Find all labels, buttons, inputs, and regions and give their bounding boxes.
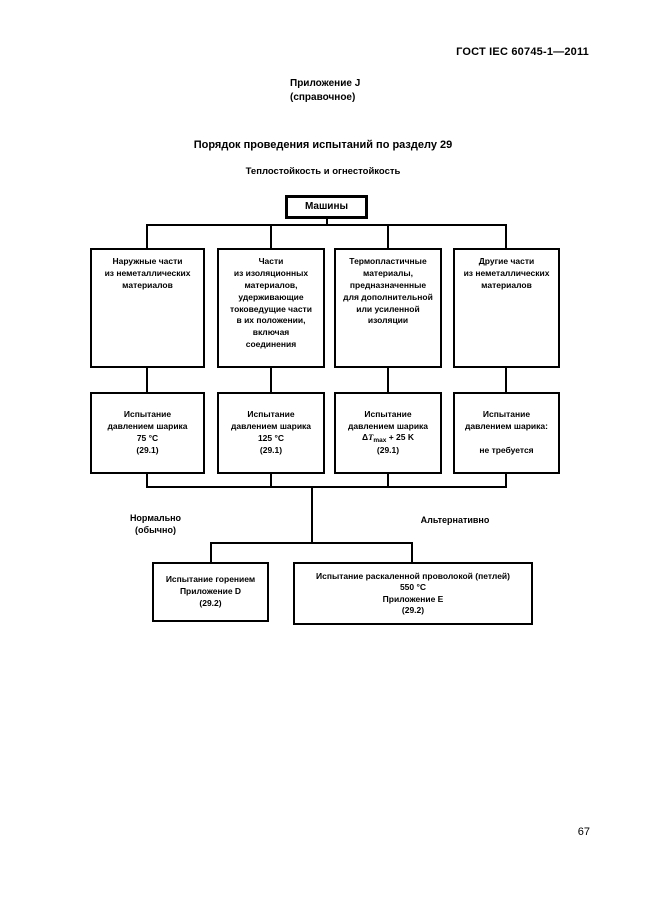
flowchart-box-other-parts: Другие части из неметаллических материал… — [453, 248, 560, 368]
connector-lines — [146, 219, 507, 563]
flowchart-box-ball-test-delta-t: Испытание давлением шарика ΔTmax + 25 K … — [334, 392, 442, 474]
text-line: материалы, — [363, 267, 413, 278]
text-line: предназначенные — [349, 279, 427, 290]
text-line: из неметаллических — [463, 267, 550, 278]
text-line: давлением шарика — [230, 421, 312, 432]
text-line: для дополнительной — [343, 291, 433, 302]
text-line: токоведущие части — [230, 303, 312, 314]
text-line: (обычно) — [135, 524, 176, 535]
text-line: соединения — [245, 339, 297, 350]
flowchart-box-external-parts: Наружные части из неметаллических матери… — [90, 248, 205, 368]
formula-rest: + 25 K — [386, 432, 414, 443]
text-line: давлением шарика — [347, 420, 429, 431]
annex-label: Приложение J (справочное) — [290, 77, 360, 104]
text-line: Испытание раскаленной проволокой (петлей… — [316, 571, 510, 582]
text-line: (29.1) — [259, 444, 283, 455]
flowchart-box-machines: Машины — [285, 195, 368, 219]
text-line: (29.1) — [136, 444, 159, 455]
text-line: включая — [252, 327, 290, 338]
text-line: Наружные части — [112, 256, 183, 266]
formula-line: ΔTmax + 25 K — [336, 432, 440, 445]
text-line: (29.2) — [401, 604, 425, 615]
text-line: (29.2) — [199, 597, 222, 608]
text-line: Испытание — [247, 409, 295, 420]
text-line: изоляции — [367, 315, 409, 326]
flowchart-box-insulating-parts: Части из изоляционных материалов, удержи… — [217, 248, 325, 368]
text-line: в их положении, — [236, 315, 306, 326]
text-line: Испытание горением — [165, 574, 256, 585]
document-standard-number: ГОСТ IEC 60745-1—2011 — [456, 46, 589, 58]
flowchart-box-burning-test: Испытание горением Приложение D (29.2) — [152, 562, 269, 622]
text-line: Термопластичные — [349, 256, 427, 266]
text-line: Другие части — [478, 256, 535, 266]
text-line: Нормально — [129, 513, 182, 523]
text-line: Испытание — [123, 409, 172, 420]
text-line: Приложение D — [179, 586, 242, 597]
text-line: 550 °C — [399, 582, 427, 593]
flowchart-box-glow-wire-test: Испытание раскаленной проволокой (петлей… — [293, 562, 533, 625]
temperature-symbol: T — [368, 432, 374, 443]
text-line: или усиленной — [356, 303, 420, 314]
page-subtitle: Теплостойкость и огнестойкость — [245, 166, 401, 177]
text-line: (29.1) — [376, 445, 400, 456]
annex-type: (справочное) — [290, 91, 356, 103]
text-line: Испытание — [482, 409, 531, 420]
flowchart-box-ball-test-125: Испытание давлением шарика 125 °C (29.1) — [217, 392, 325, 474]
text-line: 125 °C — [257, 433, 285, 443]
flowchart-box-ball-test-75: Испытание давлением шарика 75 °C (29.1) — [90, 392, 205, 474]
delta-symbol: Δ — [362, 432, 369, 443]
flowchart-box-ball-test-not-required: Испытание давлением шарика: не требуется — [453, 392, 560, 474]
text-line: из изоляционных — [233, 267, 309, 278]
text-line: давлением шарика: — [465, 421, 548, 432]
text-line: Испытание — [364, 408, 412, 419]
label-normal: Нормально (обычно) — [113, 513, 198, 536]
text-line: материалов — [122, 279, 173, 290]
label-alternative: Альтернативно — [420, 515, 490, 525]
page-number: 67 — [577, 826, 590, 838]
text-line: Части — [258, 256, 284, 266]
max-subscript: max — [373, 437, 387, 445]
annex-title: Приложение J — [290, 78, 361, 89]
text-line: материалов — [481, 279, 532, 290]
text-line: не требуется — [479, 444, 534, 455]
flowchart-box-thermoplastic-materials: Термопластичные материалы, предназначенн… — [334, 248, 442, 368]
text-line: удерживающие — [238, 291, 304, 302]
text-line: из неметаллических — [104, 267, 191, 278]
page-title: Порядок проведения испытаний по разделу … — [193, 139, 453, 151]
text-line: Приложение E — [382, 593, 444, 604]
text-line: давлением шарика — [107, 421, 188, 432]
text-line: 75 °C — [136, 433, 159, 443]
text-line: материалов, — [244, 279, 298, 290]
